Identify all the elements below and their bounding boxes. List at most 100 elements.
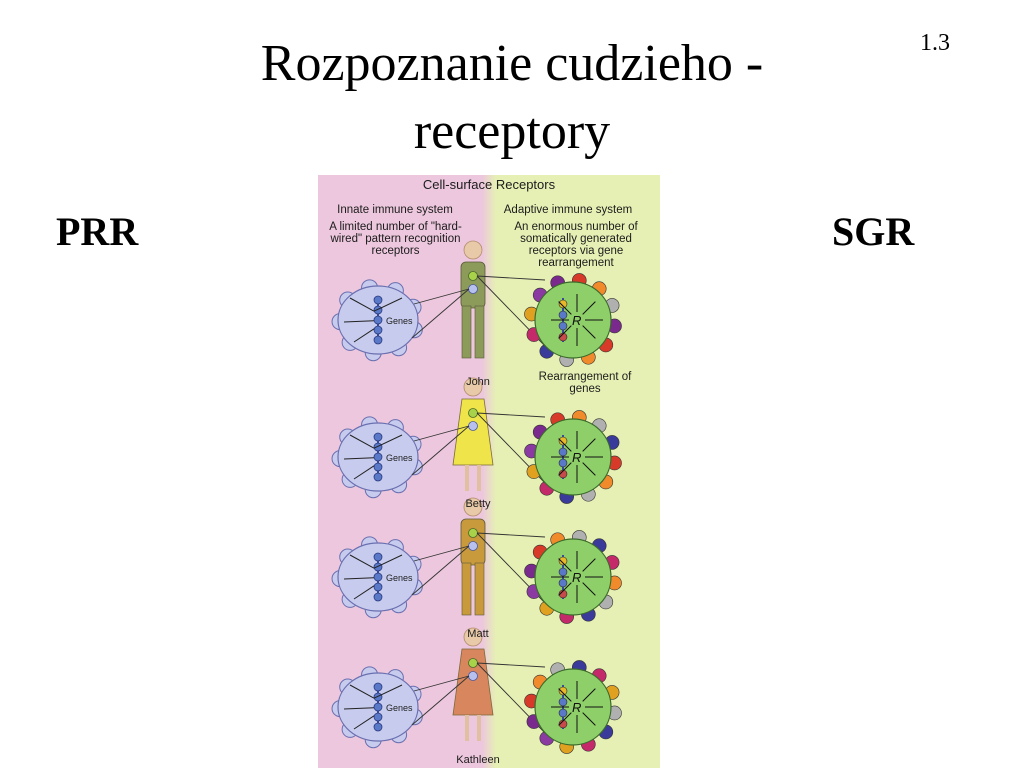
gene-bead: [373, 682, 383, 692]
adaptive-cell: [534, 418, 612, 496]
gene-bead: [558, 310, 568, 320]
gene-arrow: [373, 554, 403, 569]
innate-description: A limited number of "hard-wired" pattern…: [329, 221, 462, 257]
person-leg: [461, 305, 472, 359]
rearrangement-arrow: [582, 558, 596, 572]
gene-bead: [373, 572, 383, 582]
diagram-row: Genes R: [331, 377, 622, 504]
rearrangement-arrow: [582, 301, 596, 315]
gene-arrow: [349, 684, 375, 699]
gene-arrow: [353, 715, 375, 730]
immune-cell-dot: [468, 658, 478, 668]
gene-bead: [373, 552, 383, 562]
connector-line: [411, 425, 470, 476]
diagram-row: Genes R: [331, 240, 622, 367]
gene-arrow: [373, 297, 403, 312]
connector-line: [411, 675, 470, 726]
connector-line: [413, 675, 470, 692]
gene-bead: [558, 589, 568, 599]
rearrangement-arrow: [558, 301, 572, 315]
person-head: [463, 627, 483, 647]
gene-arrow: [373, 434, 403, 449]
rearrangement-arrow: [558, 438, 572, 452]
gene-bead: [373, 712, 383, 722]
connector-line: [411, 545, 470, 596]
immune-cell-dot: [468, 671, 478, 681]
rearrangement-arrow: [558, 688, 572, 702]
gene-bead: [558, 708, 568, 718]
r-label: R: [572, 570, 581, 585]
connector-line: [413, 288, 470, 305]
gene-bead: [373, 295, 383, 305]
gene-arrow: [349, 434, 375, 449]
immune-cell-dot: [468, 528, 478, 538]
rearrangement-arrow: [582, 462, 596, 476]
gene-bead: [558, 436, 568, 446]
rearrangement-arrow: [558, 712, 572, 726]
gene-bead: [373, 442, 383, 452]
r-label: R: [572, 313, 581, 328]
sgr-label: SGR: [832, 209, 915, 254]
gene-bead: [558, 321, 568, 331]
immune-cell-dot: [468, 541, 478, 551]
person-head: [463, 377, 483, 397]
person-head: [463, 497, 483, 517]
slide-title: Rozpoznanie cudzieho - receptory: [260, 35, 764, 160]
gene-bead: [558, 299, 568, 309]
person-body: [452, 648, 494, 716]
gene-arrow: [343, 577, 375, 580]
gene-bead: [558, 469, 568, 479]
person-leg: [461, 562, 472, 616]
gene-arrow: [343, 457, 375, 460]
rearrangement-arrow: [582, 712, 596, 726]
slide-number: 1.3: [920, 30, 950, 56]
person-name-kathleen: Kathleen: [456, 754, 500, 766]
r-label: R: [572, 450, 581, 465]
genes-label: Genes: [386, 316, 413, 326]
gene-bead: [558, 567, 568, 577]
gene-bead: [373, 592, 383, 602]
genes-label: Genes: [386, 453, 413, 463]
prr-label: PRR: [56, 209, 139, 254]
adaptive-cell: [534, 668, 612, 746]
connector-line: [411, 288, 470, 339]
gene-arrow: [349, 554, 375, 569]
gene-bead: [373, 722, 383, 732]
person-name-john: John: [466, 376, 490, 388]
rearrangement-arrow: [582, 582, 596, 596]
diagram-row: Genes R: [331, 497, 622, 624]
gene-bead: [373, 582, 383, 592]
gene-bead: [373, 335, 383, 345]
gene-bead: [373, 702, 383, 712]
connector-line: [413, 425, 470, 442]
gene-arrow: [349, 297, 375, 312]
rearrangement-arrow: [558, 325, 572, 339]
person-name-matt: Matt: [467, 628, 489, 640]
rearrangement-arrow: [582, 688, 596, 702]
gene-arrow: [353, 585, 375, 600]
r-label: R: [572, 700, 581, 715]
immune-cell-dot: [468, 421, 478, 431]
adaptive-description: An enormous number of somatically genera…: [514, 221, 638, 269]
rearrangement-arrow: [582, 325, 596, 339]
rearrangement-arrow: [558, 582, 572, 596]
gene-bead: [373, 305, 383, 315]
gene-bead: [373, 315, 383, 325]
innate-title: Innate immune system: [337, 204, 453, 216]
gene-arrow: [353, 328, 375, 343]
person-leg: [474, 562, 485, 616]
person-leg: [474, 305, 485, 359]
person-head: [463, 240, 483, 260]
immune-cell-dot: [468, 271, 478, 281]
gene-bead: [558, 556, 568, 566]
genes-label: Genes: [386, 573, 413, 583]
gene-bead: [373, 432, 383, 442]
gene-bead: [373, 325, 383, 335]
connector-line: [476, 412, 546, 418]
gene-bead: [373, 692, 383, 702]
rearrangement-label: Rearrangement of genes: [538, 371, 632, 395]
gene-bead: [373, 562, 383, 572]
